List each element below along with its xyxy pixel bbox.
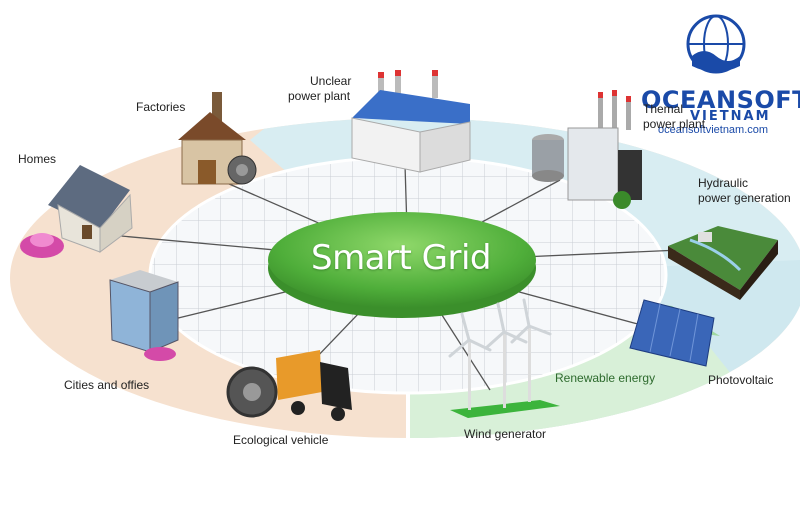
oceansoft-logo-icon (686, 14, 746, 74)
label-thermal-line1: Themal (643, 102, 684, 116)
wind-turbine-icon (448, 298, 560, 418)
hub-disc (268, 212, 536, 308)
hydraulic-plant-icon (668, 226, 778, 300)
thermal-plant-icon (532, 90, 642, 209)
label-hydraulic-line1: Hydraulic (698, 176, 749, 190)
solar-panel-icon (629, 299, 720, 367)
label-factories: Factories (136, 100, 186, 114)
label-thermal-line2: power plant (643, 117, 706, 131)
office-building-icon (109, 270, 179, 361)
label-ecological: Ecological vehicle (233, 433, 329, 447)
brand-sub: VIETNAM (690, 109, 771, 124)
hub-title: Smart Grid (310, 238, 492, 278)
nuclear-plant-icon (351, 70, 471, 173)
label-renewable: Renewable energy (555, 371, 656, 385)
home-icon (20, 165, 133, 258)
label-cities: Cities and offies (64, 378, 150, 392)
label-photovoltaic: Photovoltaic (708, 373, 774, 387)
label-hydraulic-line2: power generation (698, 191, 791, 205)
brand-name: OCEANSOFT (641, 86, 800, 114)
label-homes: Homes (18, 152, 57, 166)
ecological-vehicle-icon (226, 350, 352, 421)
factory-icon (178, 92, 257, 185)
label-unclear-line1: Unclear (310, 74, 352, 88)
brand-url: oceansoftvietnam.com (658, 124, 769, 136)
label-wind: Wind generator (464, 427, 547, 441)
label-unclear-line2: power plant (288, 89, 351, 103)
